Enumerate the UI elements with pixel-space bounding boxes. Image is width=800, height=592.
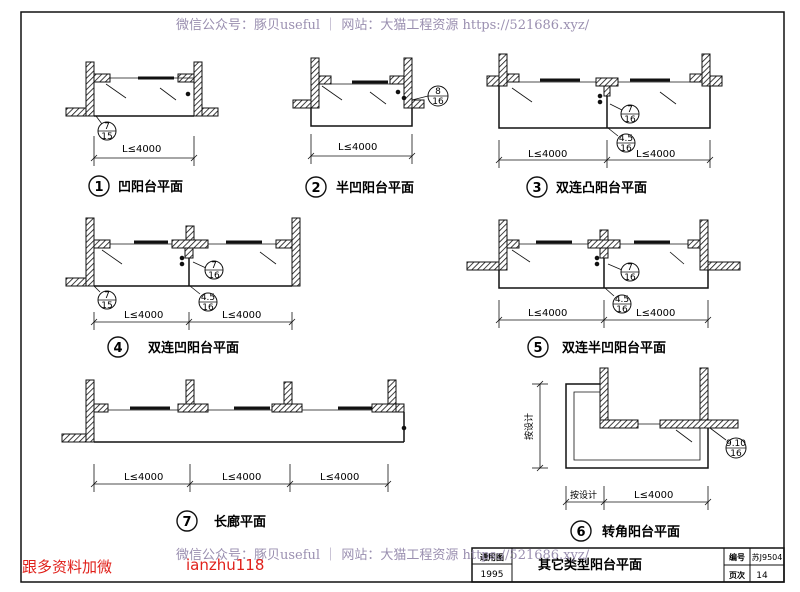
figure-number: 3 xyxy=(532,181,541,196)
figure-number: 7 xyxy=(182,515,191,530)
fig4-ref-7-16: 7 16 xyxy=(192,260,224,281)
figure-caption: 长廊平面 xyxy=(214,514,266,530)
figure-1-plan xyxy=(65,61,219,117)
fig5-ref-4.5-16: 4.5 16 xyxy=(604,287,632,315)
fig4-ref-7-15: 7 15 xyxy=(93,285,117,311)
ref-bottom: 15 xyxy=(101,301,112,311)
title-block-page: 14 xyxy=(756,571,768,581)
figure-number: 1 xyxy=(94,180,103,195)
ref-top: 7 xyxy=(104,122,110,132)
fig3-dim-label-right: L≤4000 xyxy=(636,149,675,160)
fig7-dim-label-2: L≤4000 xyxy=(222,472,261,483)
ref-top: 4.5 xyxy=(615,295,629,305)
figure-7-dimension xyxy=(90,464,392,492)
ad-text-left: 跟多资料加微 xyxy=(22,558,113,576)
figure-3-dimension xyxy=(495,140,714,168)
ref-bottom: 16 xyxy=(624,115,636,125)
fig3-ref-7-16: 7 16 xyxy=(609,103,640,125)
fig6-ref-9.10-16: 9.10 16 xyxy=(709,427,747,459)
title-block xyxy=(471,547,785,583)
ad-text-right: ianzhu118 xyxy=(186,556,265,574)
fig4-dim-label-left: L≤4000 xyxy=(124,310,163,321)
figure-1-dimension xyxy=(90,136,198,166)
figure-3-lines xyxy=(498,78,711,129)
title-block-year: 1995 xyxy=(481,570,504,580)
figure-3-plan xyxy=(486,53,723,97)
ref-top: 7 xyxy=(104,291,110,301)
figure-number: 2 xyxy=(311,181,320,196)
figure-caption: 半凹阳台平面 xyxy=(336,180,414,196)
ref-bottom: 15 xyxy=(101,132,112,142)
figure-caption: 凹阳台平面 xyxy=(118,179,183,195)
fig6-caption: 6 转角阳台平面 xyxy=(570,520,680,542)
figure-caption: 双连凹阳台平面 xyxy=(148,340,239,356)
fig5-dim-label-right: L≤4000 xyxy=(636,308,675,319)
figure-number: 5 xyxy=(533,341,542,356)
ref-top: 8 xyxy=(435,87,441,97)
fig4-ref-4.5-16: 4.5 16 xyxy=(189,285,218,313)
figure-2-dimension xyxy=(307,134,416,164)
fig1-caption: 1 凹阳台平面 xyxy=(88,175,183,197)
fig3-ref-4.5-16: 4.5 16 xyxy=(607,127,636,154)
title-block-title: 其它类型阳台平面 xyxy=(538,557,642,573)
figure-6-dimension xyxy=(532,380,712,510)
ref-top: 9.10 xyxy=(726,439,746,449)
figure-1-lines xyxy=(94,76,194,117)
ref-bottom: 16 xyxy=(208,271,220,281)
fig5-dim-label-left: L≤4000 xyxy=(528,308,567,319)
ref-top: 7 xyxy=(627,263,633,273)
figure-7-lines xyxy=(94,406,407,443)
figure-caption: 转角阳台平面 xyxy=(602,524,680,540)
fig2-dim-label: L≤4000 xyxy=(338,142,377,153)
watermark-bottom: 微信公众号：豚贝useful ｜ 网站：大猫工程资源 https://52168… xyxy=(176,548,590,563)
fig7-dim-label-3: L≤4000 xyxy=(320,472,359,483)
ref-top: 4.5 xyxy=(619,134,633,144)
title-block-code: 苏J9504 xyxy=(752,552,783,562)
title-block-approved: 通用图 xyxy=(480,552,504,562)
fig2-caption: 2 半凹阳台平面 xyxy=(305,176,414,198)
fig7-dim-label-1: L≤4000 xyxy=(124,472,163,483)
figure-caption: 双连凸阳台平面 xyxy=(556,180,647,196)
fig4-dim-label-right: L≤4000 xyxy=(222,310,261,321)
fig6-dim-vertical: 按设计 xyxy=(523,413,535,440)
figure-4-dimension xyxy=(90,312,296,330)
fig7-caption: 7 长廊平面 xyxy=(176,510,266,532)
fig3-caption: 3 双连凸阳台平面 xyxy=(526,176,647,198)
figure-number: 6 xyxy=(576,525,585,540)
ref-bottom: 16 xyxy=(624,273,636,283)
title-block-page-label: 页次 xyxy=(729,570,745,580)
fig1-dim-label: L≤4000 xyxy=(122,144,161,155)
ref-top: 7 xyxy=(627,105,633,115)
figure-2-lines xyxy=(310,80,413,127)
fig3-dim-label-left: L≤4000 xyxy=(528,149,567,160)
ref-bottom: 16 xyxy=(202,303,214,313)
fig5-caption: 5 双连半凹阳台平面 xyxy=(527,336,666,358)
ref-bottom: 16 xyxy=(432,97,444,107)
figure-5-plan xyxy=(466,219,741,271)
figure-caption: 双连半凹阳台平面 xyxy=(562,340,666,356)
figure-number: 4 xyxy=(113,341,122,356)
ref-top: 4.5 xyxy=(201,293,215,303)
fig5-ref-7-16: 7 16 xyxy=(607,262,640,283)
figure-5-dimension xyxy=(495,300,712,328)
figure-6-lines xyxy=(565,383,709,469)
figure-5-lines xyxy=(498,240,709,289)
watermark-top: 微信公众号：豚贝useful ｜ 网站：大猫工程资源 https://52168… xyxy=(176,18,590,33)
figure-7-plan xyxy=(61,379,405,443)
ref-bottom: 16 xyxy=(620,144,632,154)
ref-top: 7 xyxy=(211,261,217,271)
figure-4-lines xyxy=(94,240,292,287)
fig1-ref-7-15: 7 15 xyxy=(95,115,117,142)
fig2-ref-8-16: 8 16 xyxy=(411,85,449,107)
figure-6-plan xyxy=(599,367,739,429)
figure-4-plan xyxy=(65,217,301,287)
title-block-code-label: 编号 xyxy=(729,552,745,562)
sheet-border xyxy=(20,11,785,583)
fig4-caption: 4 双连凹阳台平面 xyxy=(107,336,239,358)
fig6-dim-horizontal-max: L≤4000 xyxy=(634,490,673,501)
ref-bottom: 16 xyxy=(730,449,742,459)
fig6-dim-horizontal-design: 按设计 xyxy=(570,489,597,501)
ref-bottom: 16 xyxy=(616,305,628,315)
